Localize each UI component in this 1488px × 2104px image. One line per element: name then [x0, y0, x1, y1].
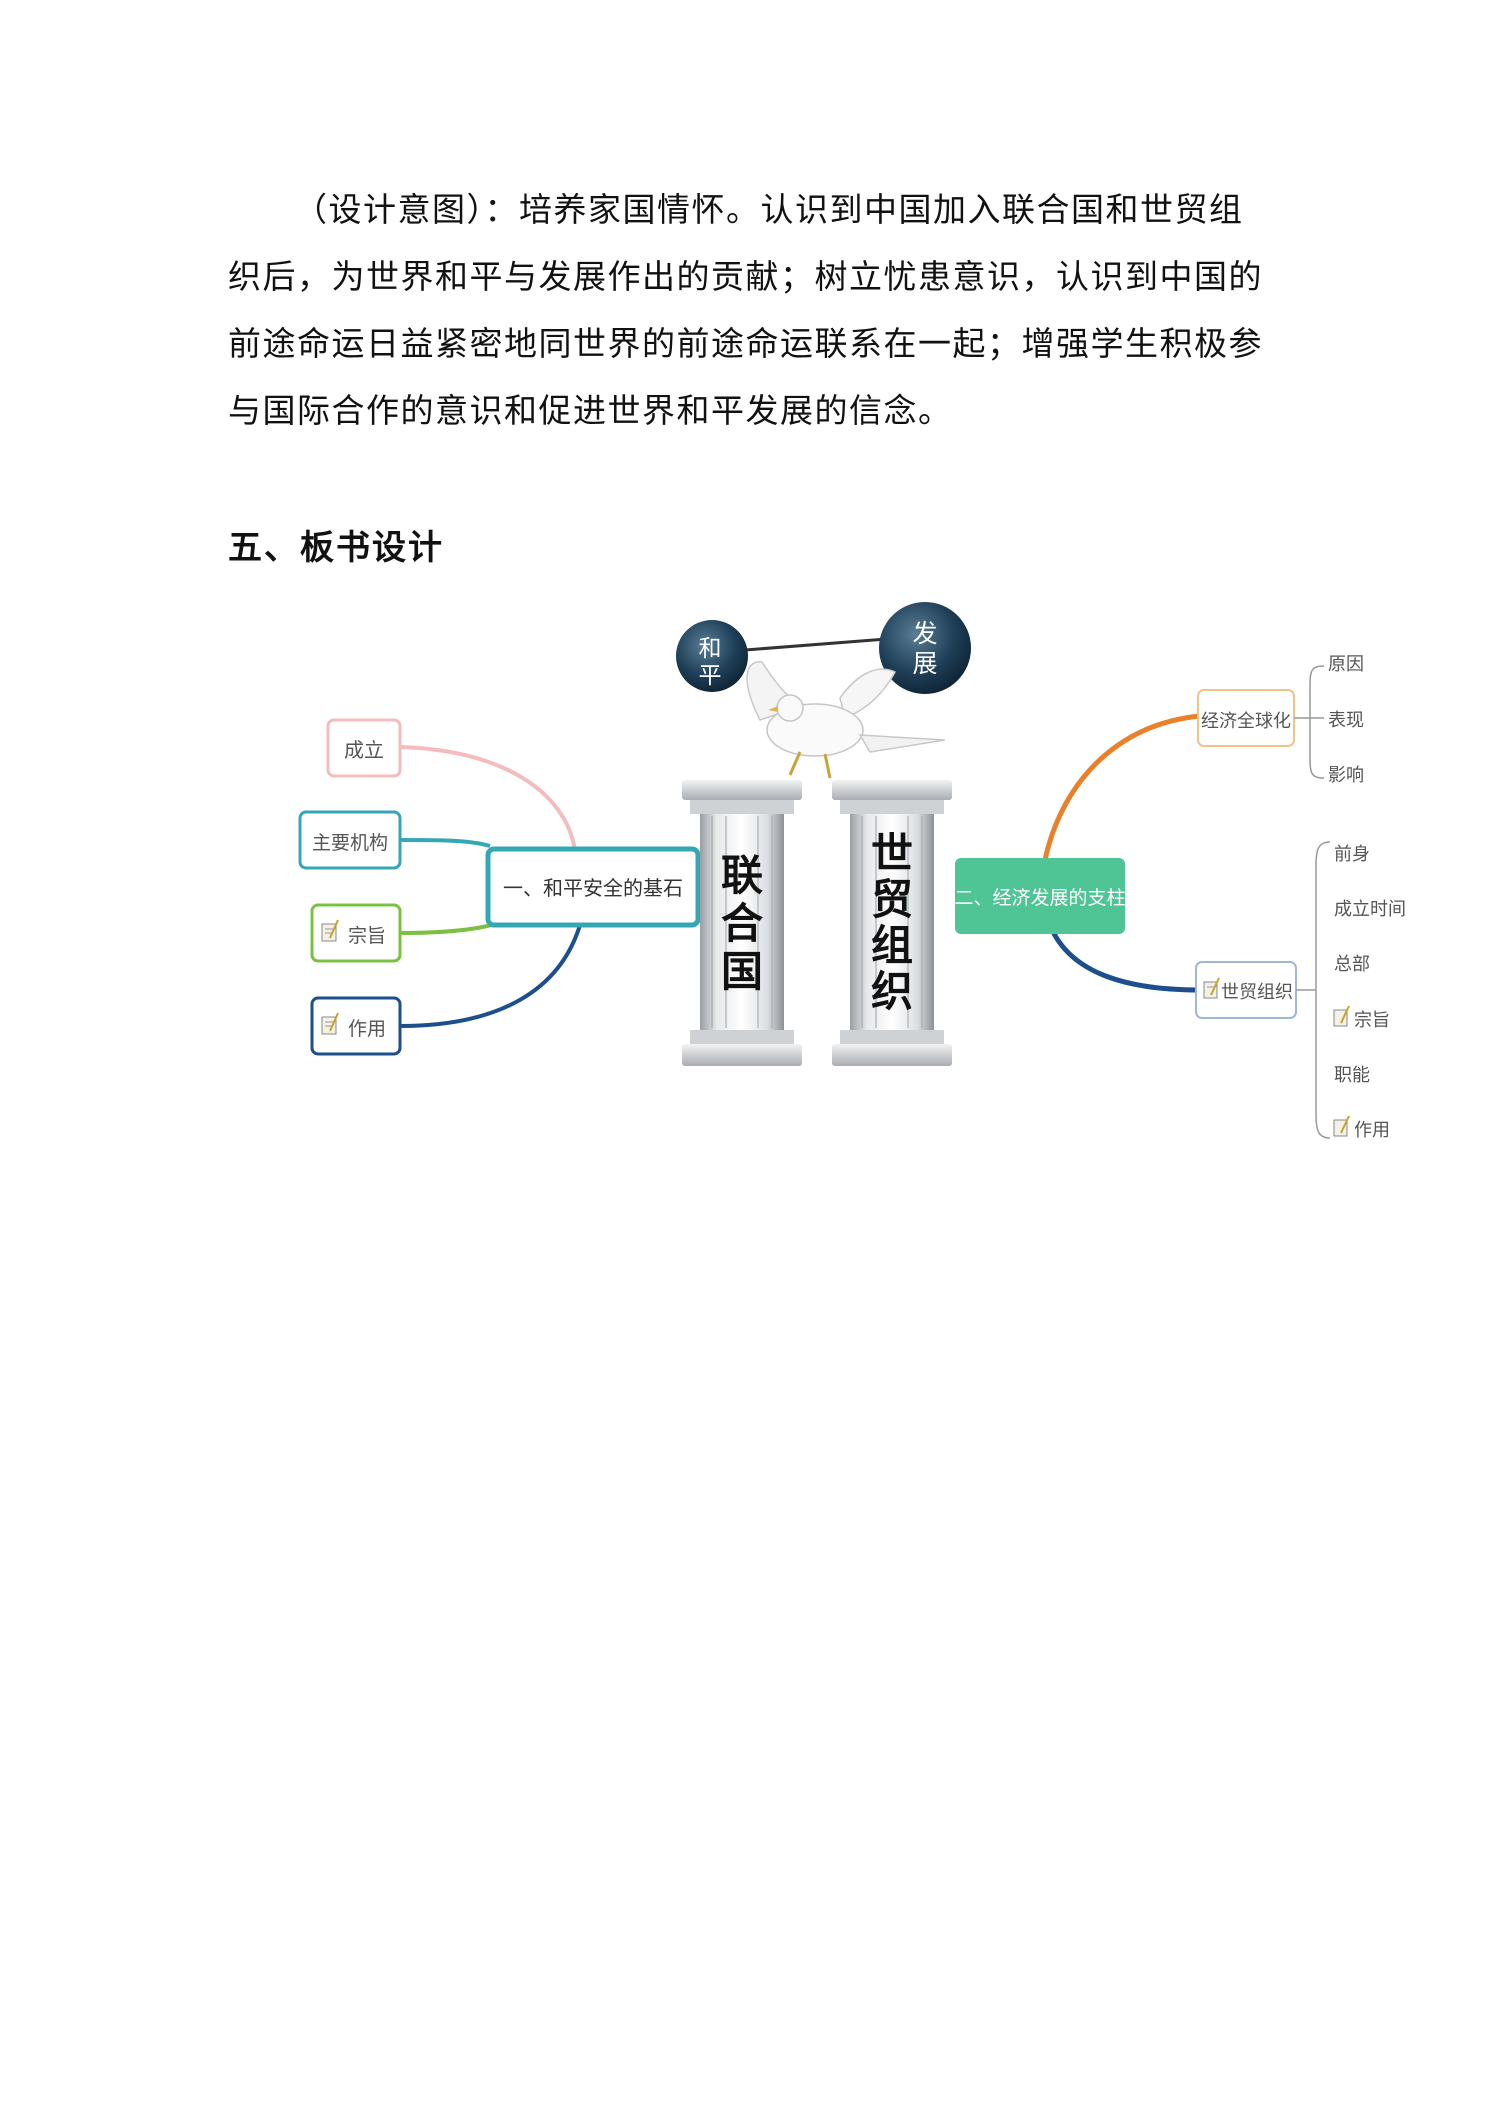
node-globalization[interactable]: 经济全球化 [1197, 689, 1295, 747]
paragraph-line: 前途命运日益紧密地同世界的前途命运联系在一起；增强学生积极参 [228, 324, 1263, 363]
sub-leaf[interactable]: 影响 [1328, 765, 1364, 786]
leaf-label: 作用 [348, 1018, 386, 1040]
pillar-char: 贸 [871, 875, 913, 924]
pillar-char: 合 [721, 899, 763, 948]
pillar-char: 组 [871, 921, 913, 970]
bracket-wto [1315, 841, 1331, 1139]
sub-leaf[interactable]: 宗旨 [1354, 1010, 1390, 1031]
leaf-main-organs[interactable]: 主要机构 [298, 810, 402, 870]
connector-globalization [1042, 713, 1201, 861]
note-icon [1333, 1115, 1350, 1137]
node-label: 世贸组织 [1221, 982, 1293, 1003]
sub-leaf[interactable]: 成立时间 [1334, 899, 1406, 920]
leaf-purpose[interactable]: 宗旨 [310, 903, 402, 963]
note-icon [321, 1012, 339, 1035]
leaf-label: 主要机构 [312, 832, 388, 854]
note-icon [321, 919, 339, 942]
sub-leaf[interactable]: 作用 [1354, 1120, 1390, 1141]
connector-role [399, 924, 582, 1028]
paragraph-line: 与国际合作的意识和促进世界和平发展的信念。 [228, 391, 953, 430]
note-icon [1203, 977, 1220, 999]
globe-char: 平 [699, 663, 722, 689]
sub-leaf[interactable]: 原因 [1328, 654, 1364, 675]
blackboard-design-diagram: 成立 主要机构 宗旨 作用 一、和平安全的基石 [298, 602, 1406, 1141]
note-icon [1333, 1005, 1350, 1027]
bracket-globalization [1309, 665, 1325, 779]
design-intent-paragraph: （设计意图）：培养家国情怀。认识到中国加入联合国和世贸组 织后，为世界和平与发展… [228, 176, 1268, 444]
node-wto[interactable]: 世贸组织 [1195, 961, 1297, 1019]
leaf-founding[interactable]: 成立 [326, 718, 402, 778]
sub-leaf[interactable]: 总部 [1334, 954, 1370, 975]
leaf-label: 宗旨 [348, 925, 386, 947]
pillar-char: 织 [871, 967, 913, 1016]
pillar-wto: 世 贸 组 织 [832, 780, 952, 1066]
leaf-label: 成立 [344, 738, 384, 762]
pillar-char: 世 [871, 829, 913, 878]
connector-wto [1047, 924, 1201, 993]
paragraph-line: 织后，为世界和平与发展作出的贡献；树立忧患意识，认识到中国的 [228, 257, 1263, 296]
globe-peace: 和 平 [676, 620, 748, 692]
connector-founding [399, 745, 577, 851]
connector-main-organs [399, 838, 491, 848]
node-label: 一、和平安全的基石 [503, 876, 683, 900]
sub-leaf[interactable]: 表现 [1328, 710, 1364, 731]
node-economic-pillar[interactable]: 二、经济发展的支柱 [954, 858, 1126, 934]
pillar-united-nations: 联 合 国 [682, 780, 802, 1066]
dove-illustration [746, 661, 946, 779]
globe-char: 和 [699, 636, 722, 662]
section-heading: 五、板书设计 [228, 528, 444, 568]
globe-char: 展 [912, 649, 937, 678]
node-label: 二、经济发展的支柱 [954, 887, 1125, 909]
pillar-char: 国 [721, 947, 763, 996]
sub-leaf[interactable]: 职能 [1334, 1065, 1370, 1086]
sub-leaf[interactable]: 前身 [1334, 844, 1370, 865]
node-label: 经济全球化 [1201, 711, 1291, 732]
globe-char: 发 [912, 619, 937, 648]
leaf-role[interactable]: 作用 [310, 996, 402, 1056]
node-peace-security[interactable]: 一、和平安全的基石 [485, 846, 701, 928]
pillar-char: 联 [721, 851, 763, 900]
barbell-bar [744, 636, 901, 652]
paragraph-line: （设计意图）：培养家国情怀。认识到中国加入联合国和世贸组 [294, 190, 1244, 229]
globe-development: 发 展 [879, 602, 971, 694]
